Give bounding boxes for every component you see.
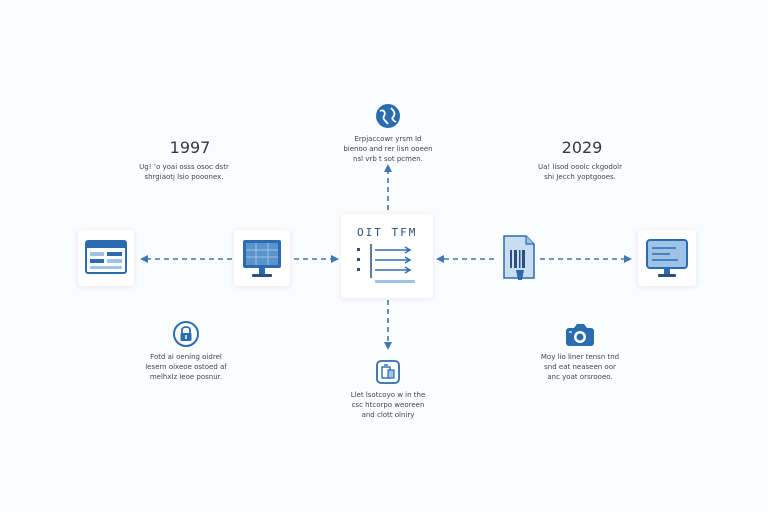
caption-right-year: Ua! lisod ooolc ckgodolr shi Jecch yoptg…	[538, 163, 622, 181]
caption-bottom-right: Moy lio liner tensn tnd snd eat neaseen …	[540, 353, 620, 381]
document-scan-icon	[503, 235, 535, 280]
checklist-icon	[357, 244, 415, 283]
desktop-monitor-icon	[243, 240, 281, 277]
monitor-display-icon	[646, 239, 688, 277]
year-right: 2029	[561, 138, 603, 157]
caption-bottom-left: Fotd ai oening oidrel lesern oixeoe osto…	[145, 353, 227, 381]
top-node	[374, 102, 402, 130]
caption-left-year: Ug! ’o yoai osss osoc dstr shrgiaotj lsi…	[139, 163, 229, 181]
node-right-inner	[498, 232, 542, 284]
camera-icon	[566, 324, 594, 346]
node-right-outer	[638, 230, 696, 286]
node-left-inner	[234, 230, 290, 286]
center-node-title: OIT TFM	[357, 226, 418, 239]
caption-top: Erpjaccowr yrsm Id bienoo and rer lisn o…	[343, 135, 433, 163]
node-center: OIT TFM	[341, 214, 433, 298]
bottom-left-node	[172, 320, 200, 348]
caption-bottom-center: Llet lsotcoyo w in the csc htcorpo weore…	[350, 391, 426, 419]
lock-badge-icon	[173, 321, 199, 347]
bottom-center-node	[374, 358, 402, 386]
clipboard-tablet-icon	[376, 360, 400, 384]
node-left-outer	[78, 230, 134, 286]
year-left: 1997	[169, 138, 211, 157]
bottom-right-node	[564, 322, 596, 348]
browser-window-icon	[85, 240, 127, 274]
globe-icon	[376, 104, 400, 128]
